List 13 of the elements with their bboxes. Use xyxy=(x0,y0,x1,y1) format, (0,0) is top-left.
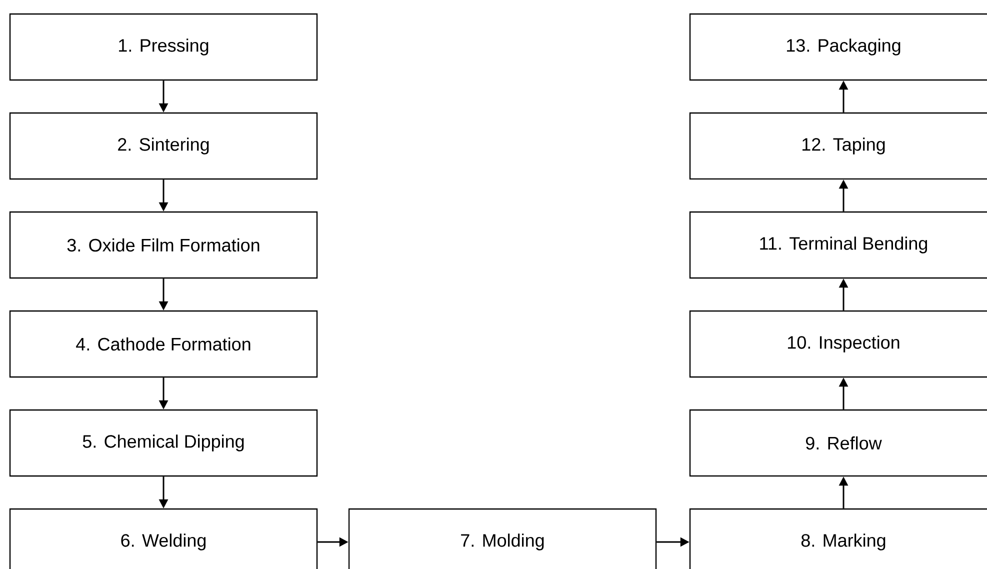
process-box: 5. Chemical Dipping xyxy=(9,409,318,477)
process-box: 10. Inspection xyxy=(689,310,987,378)
process-box: 11. Terminal Bending xyxy=(689,211,987,279)
process-box: 3. Oxide Film Formation xyxy=(9,211,318,279)
process-box: 6. Welding xyxy=(9,508,318,569)
process-box: 12. Taping xyxy=(689,112,987,180)
process-box: 7. Molding xyxy=(348,508,657,569)
process-box: 4. Cathode Formation xyxy=(9,310,318,378)
process-box: 13. Packaging xyxy=(689,13,987,81)
process-box: 2. Sintering xyxy=(9,112,318,180)
process-box: 8. Marking xyxy=(689,508,987,569)
process-box: 9. Reflow xyxy=(689,409,987,477)
process-box: 1. Pressing xyxy=(9,13,318,81)
